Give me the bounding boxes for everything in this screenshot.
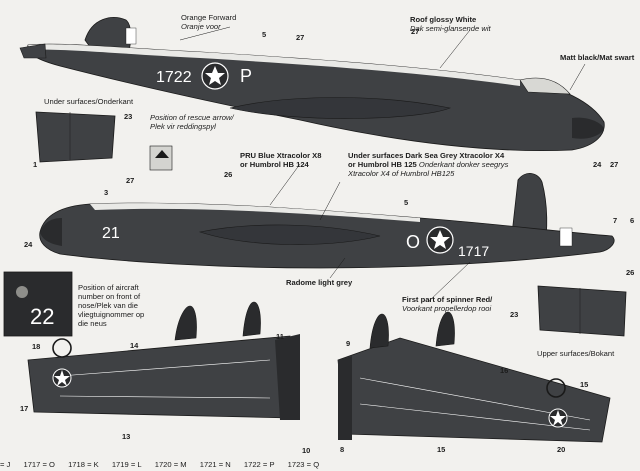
callout-number: 15 [437,445,446,454]
code-entry: = J [0,460,11,469]
under-surfaces-label: Under surfaces/Onderkant [44,97,134,106]
callout-number: 17 [20,404,29,413]
code-entry: 1720 = M [154,460,187,469]
code-letter-key: = J 1717 = O 1718 = K 1719 = L 1720 = M … [0,458,640,471]
under-dark-sea-grey-label: Under surfaces Dark Sea Grey Xtracolor X… [348,151,509,178]
code-entry: 1717 = O [23,460,55,469]
callout-number: 1 [33,160,38,169]
aircraft-number-label: Position of aircraft number on front of … [78,283,145,328]
top-aircraft-code: P [240,66,252,86]
callout-number: 5 [262,30,267,39]
top-serial-number: 1722 [156,69,192,86]
bottom-aircraft-code: O [406,232,420,252]
callout-number: 14 [130,341,139,350]
code-entry: 1719 = L [111,460,142,469]
callout-number: 26 [626,268,635,277]
callout-number: 20 [557,445,566,454]
code-entry: 1723 = Q [287,460,320,469]
upper-surfaces-label: Upper surfaces/Bokant [537,349,615,358]
callout-number: 27 [411,27,420,36]
aircraft-side-view-top [19,17,605,152]
orange-forward-label: Orange Forward Oranje voor [181,13,237,31]
callout-number: 3 [104,188,109,197]
bottom-serial-number: 1717 [458,243,489,259]
inset-nose-number: 22 [30,304,54,329]
callout-number: 27 [296,33,305,42]
callout-number: 27 [126,176,135,185]
callout-number: 9 [346,339,351,348]
callout-number: 27 [610,160,619,169]
callout-number: 24 [24,240,33,249]
radome-label: Radome light grey [286,278,353,287]
pru-blue-label: PRU Blue Xtracolor X8 or Humbrol HB 124 [240,151,322,169]
callout-number: 23 [510,310,519,319]
callout-number: 16 [500,366,509,375]
code-entry: 1722 = P [243,460,275,469]
rescue-arrow-label: Position of rescue arrow/ Plek vir reddi… [150,113,234,131]
callout-number: 24 [593,160,602,169]
code-entry: 1721 = N [199,460,231,469]
callout-number: 6 [630,216,635,225]
aircraft-side-view-bottom [39,173,615,269]
callout-number: 11 [276,332,284,341]
callout-number: 8 [340,445,345,454]
tailplane-under-view [35,111,116,163]
tailplane-upper-view [537,285,627,337]
callout-number: 7 [613,216,618,225]
code-entry: 1718 = K [68,460,99,469]
callout-number: 10 [302,446,311,455]
callout-number: 15 [580,380,589,389]
bottom-nose-number: 21 [102,225,120,242]
wing-plan-right [337,311,611,443]
wing-plan-left [27,301,300,420]
nose-number-inset [3,271,73,337]
matt-black-label: Matt black/Mat swart [560,53,635,62]
callout-number: 13 [122,432,131,441]
leader-lines [179,26,586,303]
callout-number: 23 [124,112,133,121]
spinner-label: First part of spinner Red/ Voorkant prop… [402,295,493,313]
callout-number: 26 [224,170,233,179]
callout-number: 5 [404,198,409,207]
callout-number: 18 [32,342,41,351]
rescue-arrow-detail [149,145,173,171]
roof-glossy-label: Roof glossy White Dak semi-glansende wit [410,15,491,33]
